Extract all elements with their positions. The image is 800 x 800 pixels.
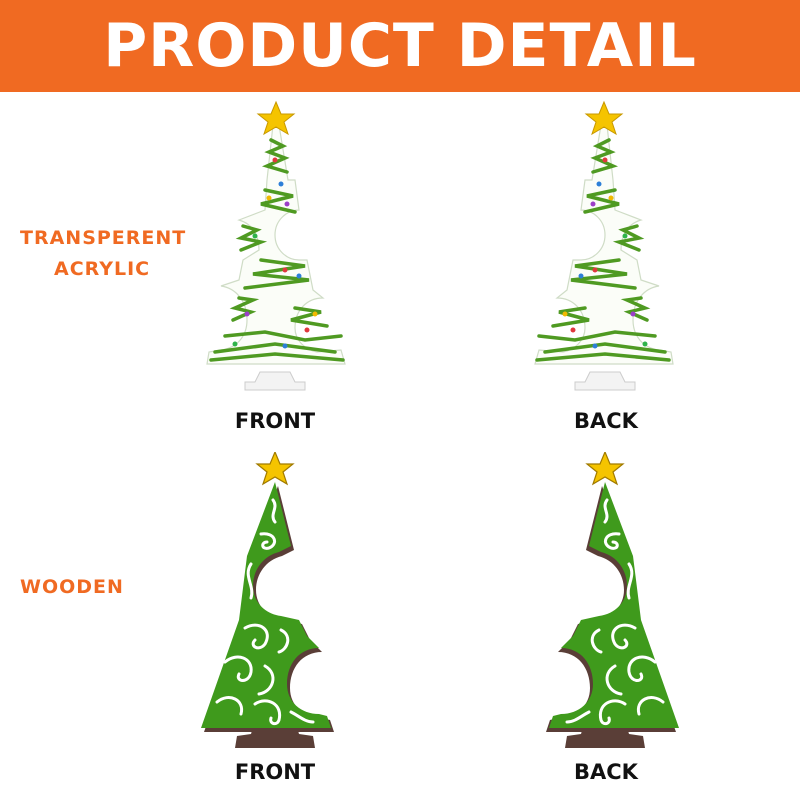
acrylic-ornament-dots [232,157,318,349]
acrylic-label-line1: TRANSPERENT [20,227,187,249]
acrylic-label-line2: ACRYLIC [54,258,151,280]
wood-back-caption: BACK [574,760,638,784]
star-icon [585,452,625,486]
star-icon [255,452,295,486]
acrylic-stand [574,371,636,391]
acrylic-stand [244,371,306,391]
swirl-pattern [215,498,315,726]
page-title: PRODUCT DETAIL [103,11,697,81]
wood-tree-shape [549,482,679,728]
wood-label-line1: WOODEN [20,576,124,598]
header-banner: PRODUCT DETAIL [0,0,800,92]
acrylic-back-caption: BACK [574,409,638,433]
wood-front-caption: FRONT [234,760,316,784]
acrylic-section-label: TRANSPERENT ACRYLIC [20,223,186,285]
star-icon [256,100,296,136]
acrylic-tree-back-image [534,100,674,391]
swirl-pattern [565,498,665,726]
acrylic-ornament-dots [562,157,648,349]
acrylic-front-caption: FRONT [234,409,316,433]
star-icon [584,100,624,136]
acrylic-tree-front-image [206,100,346,391]
wood-tree-front-image [201,452,334,748]
wood-section-label: WOODEN [20,572,124,603]
wood-tree-shape [201,482,331,728]
wood-tree-back-image [546,452,679,748]
